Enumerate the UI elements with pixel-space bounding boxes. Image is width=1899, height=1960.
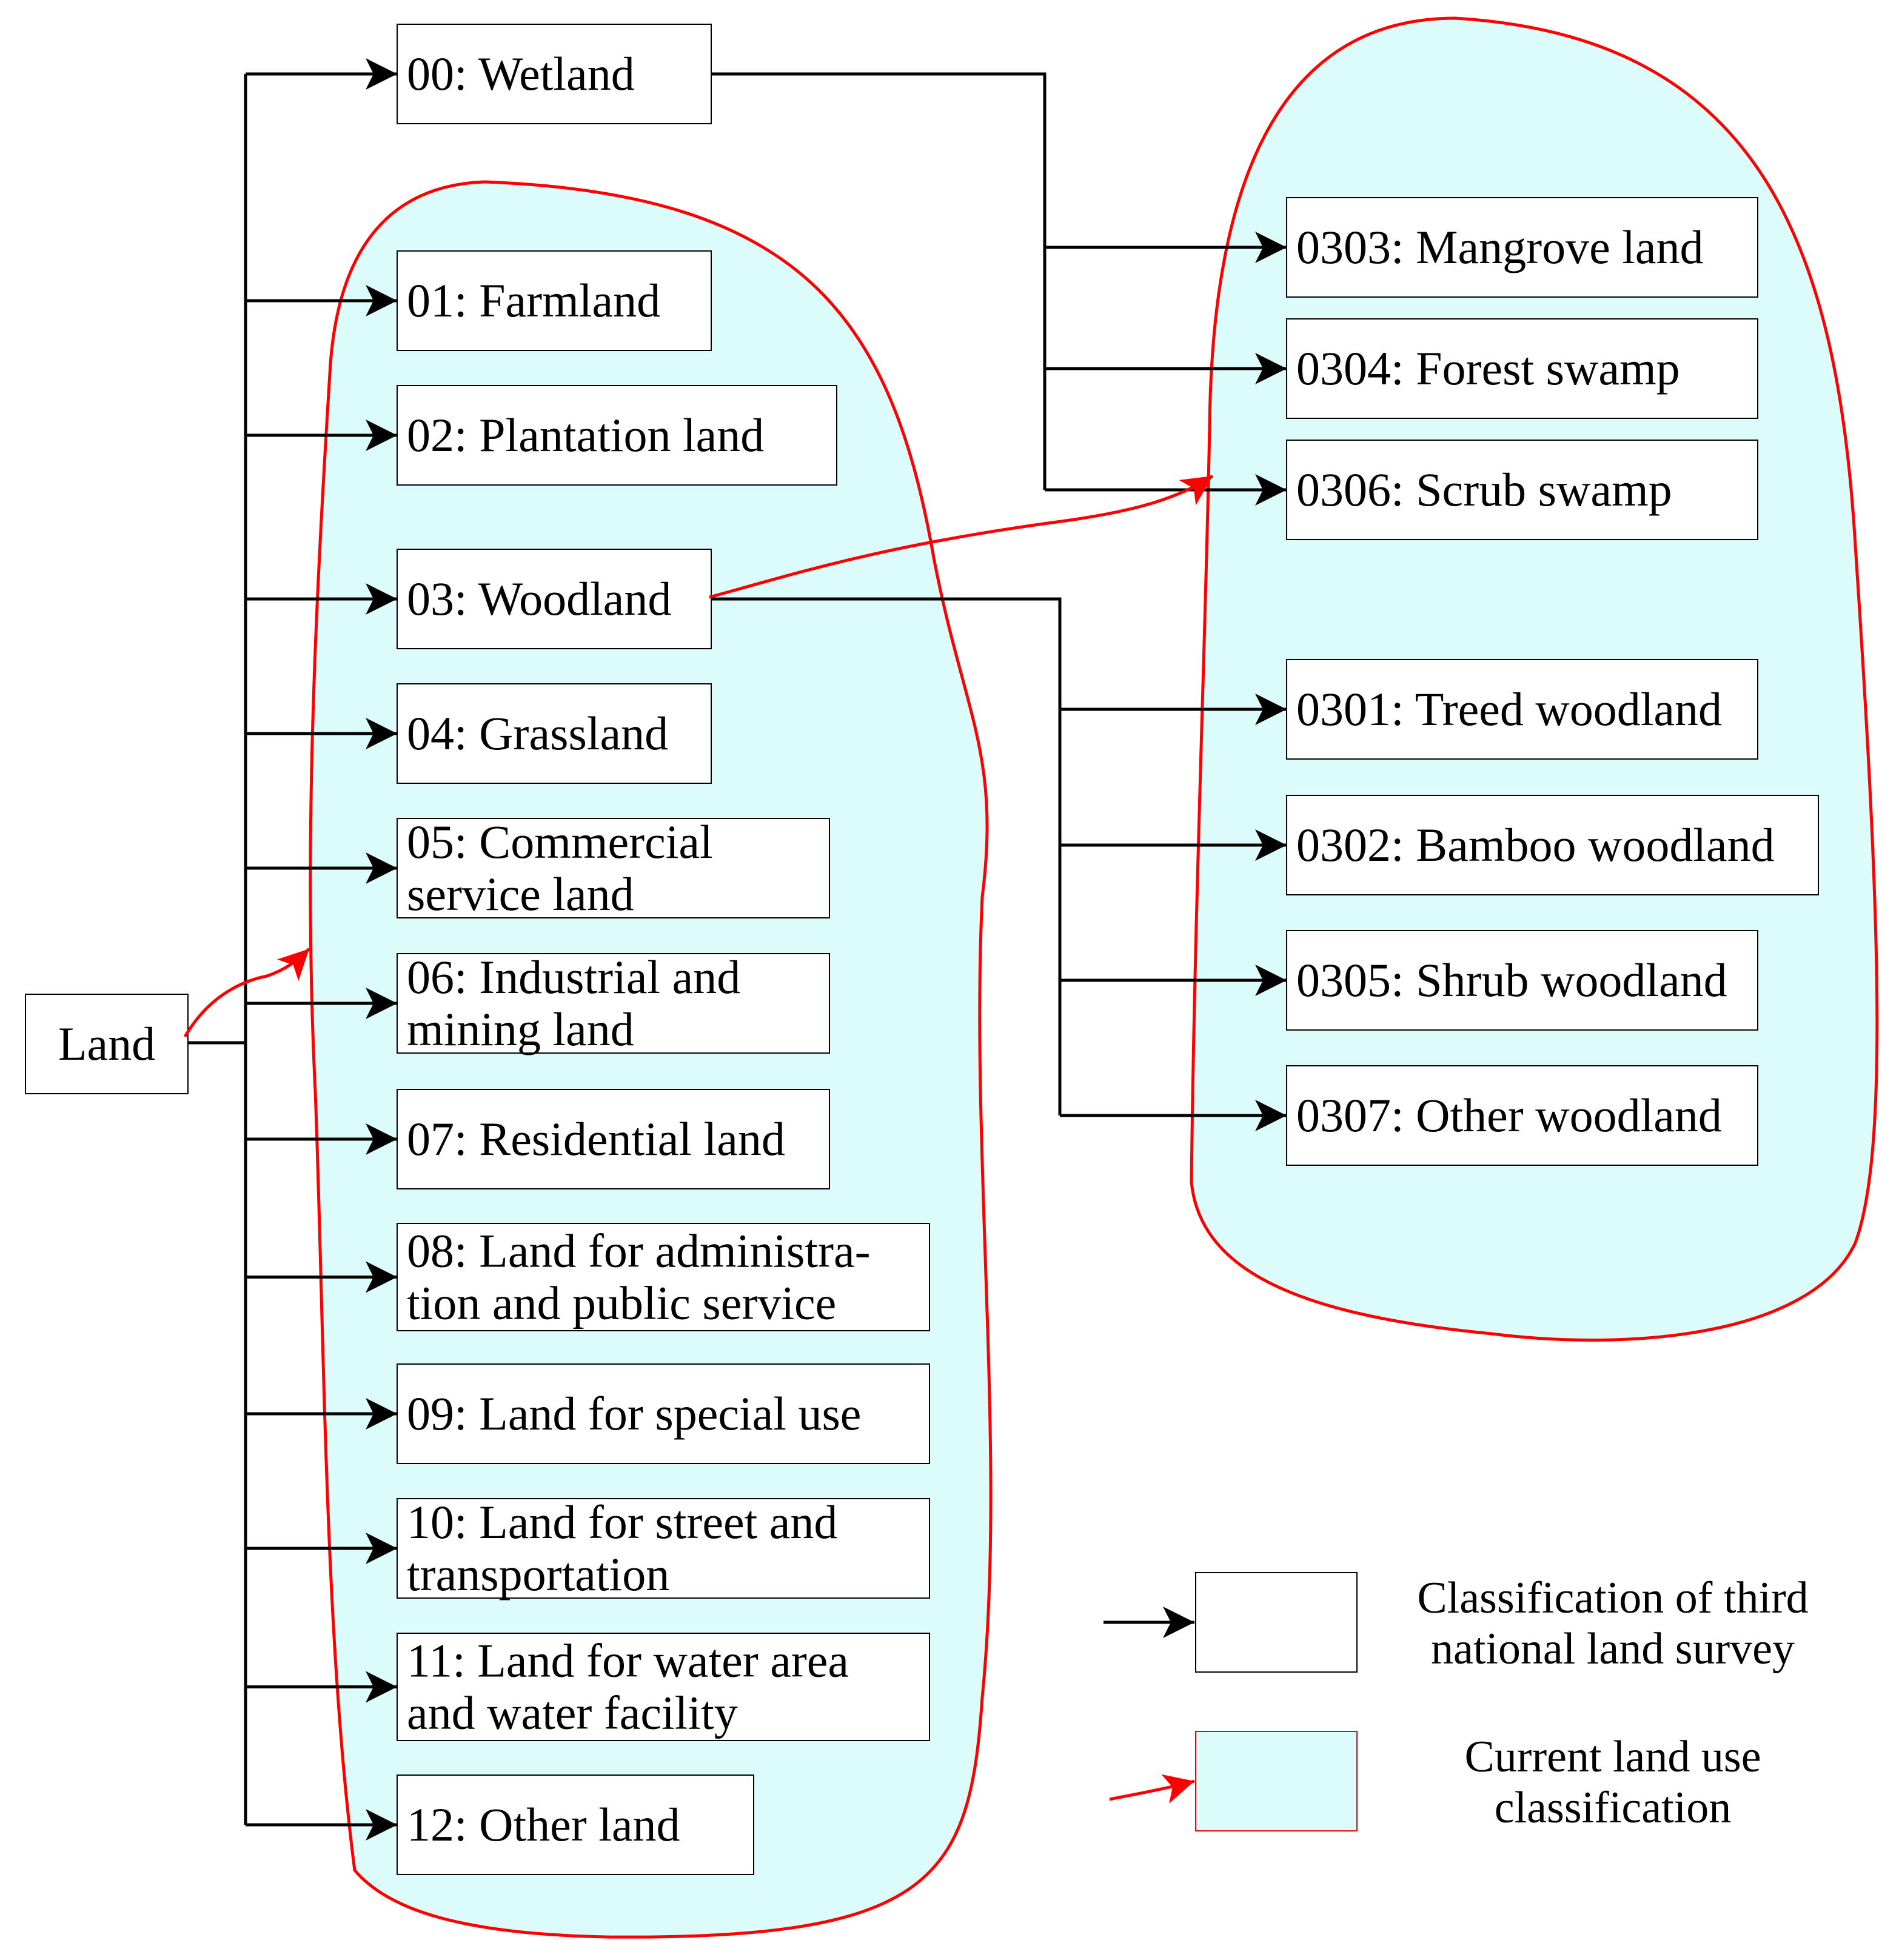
node-02-plantation-land: 02: Plantation land: [397, 385, 837, 486]
node-11-land-for-water-area-and-water-facility-label-line-1: 11: Land for water area: [407, 1634, 849, 1687]
connector-woodland-trunk: [711, 597, 1062, 1115]
legend: Classification of third national land su…: [1104, 1572, 1809, 1833]
node-0301-treed-woodland-box: [1286, 659, 1758, 760]
node-0307-other-woodland-box: [1286, 1065, 1758, 1166]
node-03-woodland-label-line-1: 03: Woodland: [407, 572, 671, 625]
node-01-farmland-box: [397, 250, 712, 351]
node-0305-shrub-woodland-label-line-1: 0305: Shrub woodland: [1296, 954, 1727, 1006]
node-12-other-land: 12: Other land: [397, 1774, 754, 1875]
node-00-wetland-box: [397, 24, 712, 124]
land-to-current-classification-red-arrow: [183, 948, 310, 1038]
root-node-box: [25, 994, 189, 1094]
node-0305-shrub-woodland: 0305: Shrub woodland: [1286, 930, 1758, 1031]
node-09-land-for-special-use: 09: Land for special use: [397, 1363, 930, 1464]
node-0306-scrub-swamp-box: [1286, 440, 1758, 540]
node-10-land-for-street-and-transportation-label-line-1: 10: Land for street and: [407, 1496, 837, 1548]
legend-blue-box: [1195, 1731, 1358, 1831]
node-0307-other-woodland-label-line-1: 0307: Other woodland: [1296, 1089, 1722, 1142]
legend-red-arrow: [1109, 1774, 1195, 1804]
node-0304-forest-swamp-label-line-1: 0304: Forest swamp: [1296, 342, 1680, 395]
node-0304-forest-swamp-box: [1286, 318, 1758, 419]
node-04-grassland-box: [397, 683, 712, 784]
node-0303-mangrove-land-box: [1286, 197, 1758, 298]
node-0303-mangrove-land: 0303: Mangrove land: [1286, 197, 1758, 298]
node-07-residential-land-label-line-1: 07: Residential land: [407, 1112, 785, 1165]
node-11-land-for-water-area-and-water-facility-label-line-2: and water facility: [407, 1687, 738, 1739]
node-0304-forest-swamp: 0304: Forest swamp: [1286, 318, 1758, 419]
node-12-other-land-label-line-1: 12: Other land: [407, 1798, 680, 1851]
root-node-land: Land: [25, 994, 189, 1094]
connector-wetland-trunk: [711, 72, 1047, 490]
node-11-land-for-water-area-and-water-facility-box: [397, 1633, 930, 1741]
woodland-to-scrub-swamp-red-arrow: [709, 474, 1214, 599]
legend-white-box: [1195, 1572, 1358, 1673]
node-0305-shrub-woodland-box: [1286, 930, 1758, 1031]
node-00-wetland-label-line-1: 00: Wetland: [407, 47, 635, 100]
node-00-wetland: 00: Wetland: [397, 24, 712, 124]
legend-label-current-line-1: Current land use: [1464, 1732, 1761, 1782]
node-0301-treed-woodland: 0301: Treed woodland: [1286, 659, 1758, 760]
root-node-label: Land: [58, 1017, 155, 1070]
node-07-residential-land-box: [397, 1089, 830, 1189]
node-07-residential-land: 07: Residential land: [397, 1089, 830, 1189]
node-04-grassland: 04: Grassland: [397, 683, 712, 784]
legend-label-current-line-2: classification: [1495, 1783, 1731, 1833]
node-06-industrial-and-mining-land-label-line-2: mining land: [407, 1003, 634, 1055]
node-10-land-for-street-and-transportation-box: [397, 1498, 930, 1599]
node-0302-bamboo-woodland-label-line-1: 0302: Bamboo woodland: [1296, 818, 1775, 871]
node-12-other-land-box: [397, 1774, 754, 1875]
node-08-land-for-administration-and-public-service-box: [397, 1223, 930, 1331]
legend-label-third-survey-line-2: national land survey: [1431, 1624, 1795, 1674]
node-02-plantation-land-box: [397, 385, 837, 486]
node-06-industrial-and-mining-land-label-line-1: 06: Industrial and: [407, 951, 740, 1003]
node-01-farmland: 01: Farmland: [397, 250, 712, 351]
node-10-land-for-street-and-transportation-label-line-2: transportation: [407, 1548, 669, 1600]
node-0306-scrub-swamp: 0306: Scrub swamp: [1286, 440, 1758, 540]
node-04-grassland-label-line-1: 04: Grassland: [407, 707, 668, 760]
node-0306-scrub-swamp-label-line-1: 0306: Scrub swamp: [1296, 463, 1672, 516]
node-05-commercial-service-land-box: [397, 818, 830, 918]
node-08-land-for-administration-and-public-service: 08: Land for administra-tion and public …: [397, 1223, 930, 1331]
node-0303-mangrove-land-label-line-1: 0303: Mangrove land: [1296, 221, 1704, 273]
node-0302-bamboo-woodland: 0302: Bamboo woodland: [1286, 795, 1819, 895]
node-0301-treed-woodland-label-line-1: 0301: Treed woodland: [1296, 683, 1722, 735]
node-03-woodland: 03: Woodland: [397, 549, 712, 649]
node-05-commercial-service-land-label-line-1: 05: Commercial: [407, 815, 713, 868]
node-01-farmland-label-line-1: 01: Farmland: [407, 274, 660, 327]
node-03-woodland-box: [397, 549, 712, 649]
node-0307-other-woodland: 0307: Other woodland: [1286, 1065, 1758, 1166]
node-09-land-for-special-use-box: [397, 1363, 930, 1464]
node-08-land-for-administration-and-public-service-label-line-2: tion and public service: [407, 1277, 836, 1330]
node-09-land-for-special-use-label-line-1: 09: Land for special use: [407, 1387, 861, 1440]
node-02-plantation-land-label-line-1: 02: Plantation land: [407, 409, 764, 461]
legend-label-third-survey-line-1: Classification of third: [1417, 1573, 1808, 1623]
node-0302-bamboo-woodland-box: [1286, 795, 1819, 895]
node-08-land-for-administration-and-public-service-label-line-1: 08: Land for administra-: [407, 1225, 871, 1277]
node-05-commercial-service-land-label-line-2: service land: [407, 868, 634, 920]
